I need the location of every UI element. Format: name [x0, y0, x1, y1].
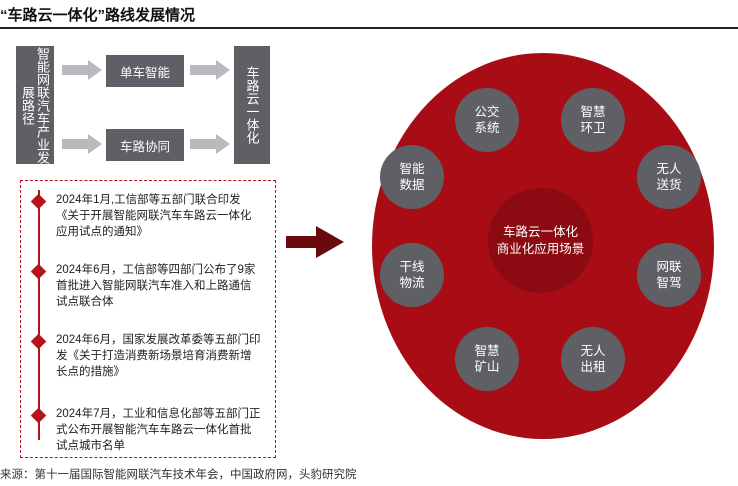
source-note: 来源：第十一届国际智能网联汽车技术年会，中国政府网，头豹研究院	[0, 469, 357, 481]
scenario-node: 网联 智驾	[637, 243, 701, 307]
scenario-node: 智慧 矿山	[455, 327, 519, 391]
timeline-event: 2024年6月，国家发展改革委等五部门印发《关于打造消费新场景培育消费新增长点的…	[56, 334, 261, 378]
center-label-line2: 商业化应用场景	[496, 241, 585, 256]
node-label: 送货	[656, 178, 682, 192]
page-title: “车路云一体化”路线发展情况	[0, 7, 196, 24]
title-divider	[0, 27, 738, 29]
node-label: 网联	[656, 260, 682, 274]
step1-label: 单车智能	[119, 65, 170, 80]
path-label: 智能网联汽车产业发展路径	[20, 46, 50, 164]
timeline-event: 2024年1月,工信部等五部门联合印发《关于开展智能网联汽车车路云一体化应用试点…	[56, 194, 252, 238]
arrow-right-icon	[62, 134, 102, 154]
scenario-node: 干线 物流	[380, 243, 444, 307]
scenario-node: 智慧 环卫	[561, 88, 625, 152]
center-label-line1: 车路云一体化	[502, 224, 578, 239]
arrow-right-icon	[190, 60, 230, 80]
node-label: 物流	[399, 276, 425, 290]
step2-label: 车路协同	[119, 139, 170, 154]
node-label: 干线	[399, 260, 425, 274]
timeline-event: 2024年6月，工信部等四部门公布了9家首批进入智能网联汽车准入和上路通信试点联…	[56, 264, 256, 308]
result-box: 车路云一体化	[234, 46, 270, 164]
result-label: 车路云一体化	[244, 66, 260, 144]
node-label: 公交	[474, 105, 500, 119]
center-scenario-circle: 车路云一体化 商业化应用场景	[488, 188, 593, 293]
node-label: 环卫	[580, 121, 606, 135]
node-label: 智慧	[474, 344, 500, 358]
timeline-line	[38, 190, 40, 440]
timeline-event: 2024年7月，工业和信息化部等五部门正式公布开展智能汽车车路云一体化首批试点城…	[56, 408, 261, 452]
arrow-right-icon	[190, 134, 230, 154]
node-label: 系统	[474, 121, 500, 135]
node-label: 智慧	[580, 105, 606, 119]
arrow-right-icon	[62, 60, 102, 80]
vehicle-road-collaboration-box: 车路协同	[106, 129, 184, 161]
big-arrow-right-icon	[286, 226, 344, 258]
node-label: 无人	[580, 344, 606, 358]
node-label: 智能	[399, 162, 425, 176]
scenario-node: 公交 系统	[455, 88, 519, 152]
scenario-node: 无人 出租	[561, 327, 625, 391]
policy-timeline-box	[20, 180, 276, 458]
node-label: 矿山	[474, 360, 500, 374]
node-label: 智驾	[656, 276, 682, 290]
node-label: 出租	[580, 360, 606, 374]
scenario-node: 无人 送货	[637, 145, 701, 209]
path-label-box: 智能网联汽车产业发展路径	[16, 46, 54, 164]
scenario-node: 智能 数据	[380, 145, 444, 209]
node-label: 无人	[656, 162, 682, 176]
node-label: 数据	[399, 178, 425, 192]
single-vehicle-intelligence-box: 单车智能	[106, 55, 184, 87]
